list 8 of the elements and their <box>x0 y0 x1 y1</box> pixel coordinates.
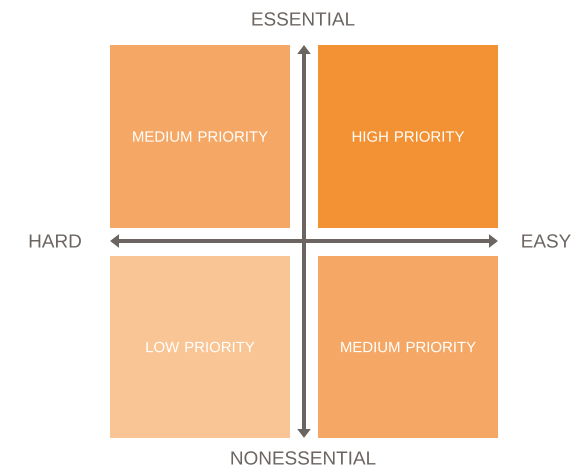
axis-label: EASY <box>522 234 571 248</box>
priority-box: MEDIUM PRIORITY <box>318 256 498 438</box>
axis-label: NONESSENTIAL <box>231 451 376 465</box>
priority-box: MEDIUM PRIORITY <box>110 45 290 228</box>
priority-box: LOW PRIORITY <box>110 256 290 438</box>
priority-box: HIGH PRIORITY <box>318 45 498 228</box>
axis-label: ESSENTIAL <box>252 12 354 26</box>
axis-label: HARD <box>30 234 81 248</box>
